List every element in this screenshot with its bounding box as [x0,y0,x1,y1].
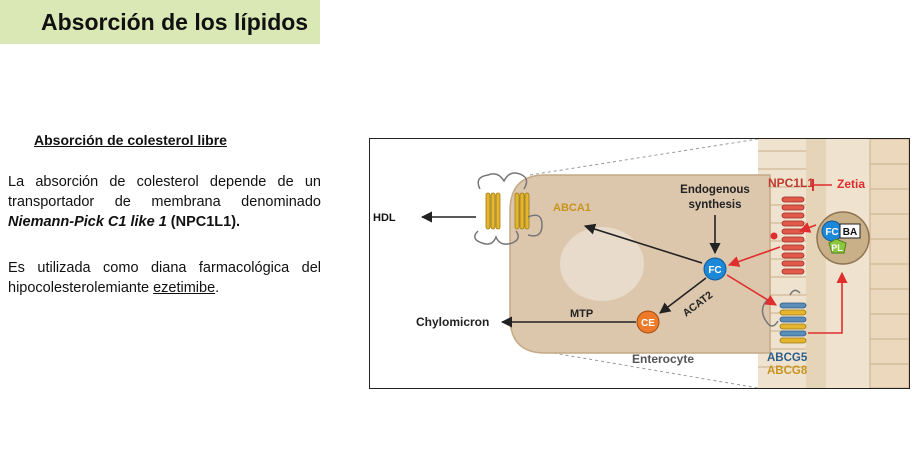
title-bar [0,0,320,44]
ce-circle [636,310,660,334]
paragraph-ezetimibe: Es utilizada como diana farmacológica de… [8,258,321,298]
micelle-ba-box [839,223,861,239]
fc-label: FC [708,265,721,276]
fc-circle [703,257,727,281]
zetia-label: Zetia [837,177,865,191]
abcg5-label: ABCG5 [767,352,808,364]
npc1l1-label: NPC1L1 [768,176,814,190]
arrow-npc1l1-to-fc [727,246,781,267]
nucleus [560,227,644,301]
npc1l1-binding-dot [770,232,778,240]
zetia-inhibitor-icon [812,179,832,191]
zoom-line-bottom [529,348,759,388]
micelle-pl-shape [828,238,847,254]
enterocyte-label: Enterocyte [632,352,694,366]
zoom-line-top [529,139,759,176]
abcg8-label: ABCG8 [767,365,808,377]
abcg5-abcg8-transporter [761,289,807,344]
abca1-transporter [474,172,543,245]
micelle-fc-label: FC [825,227,838,238]
paragraph-text: . [215,280,220,296]
chylomicron-label: Chylomicron [416,315,489,329]
arrow-fc-to-ce [659,277,707,314]
arrow-fc-to-abcg [726,274,777,306]
mtp-label: MTP [570,308,593,320]
micelle-pl-label: PL [831,243,843,253]
section-subtitle: Absorción de colesterol libre [34,132,227,148]
microvilli-right [869,139,909,388]
synthesis-label: synthesis [688,199,741,211]
npc1l1-transporter [781,196,805,275]
paragraph-text: Es utilizada como diana farmacológica de… [8,260,321,296]
ce-label: CE [641,318,655,329]
cholesterol-absorption-figure: FC BA PL FC CE HDL ABCA1 Endogenous synt… [369,138,910,389]
emphasis-npc1l1: (NPC1L1). [166,214,241,230]
enterocyte-diagram: FC BA PL FC CE HDL ABCA1 Endogenous synt… [373,139,909,388]
ezetimibe-link-text: ezetimibe [153,280,216,296]
abca1-label: ABCA1 [553,202,591,214]
membrane-column [806,139,826,388]
paragraph-text: La absorción de colesterol depende de un… [8,174,321,210]
arrow-micelle-to-npc1l1 [798,222,817,233]
micelle-ba-label: BA [843,227,857,238]
paragraph-npc1l1: La absorción de colesterol depende de un… [8,172,321,232]
emphasis-niemann-pick: Niemann-Pick C1 like 1 [8,214,167,230]
endogenous-label: Endogenous [680,184,750,196]
arrow-fc-to-abca1 [583,223,703,264]
arrow-abcg-to-lumen [808,271,848,334]
page-title: Absorción de los lípidos [41,9,309,35]
hdl-label: HDL [373,212,396,224]
